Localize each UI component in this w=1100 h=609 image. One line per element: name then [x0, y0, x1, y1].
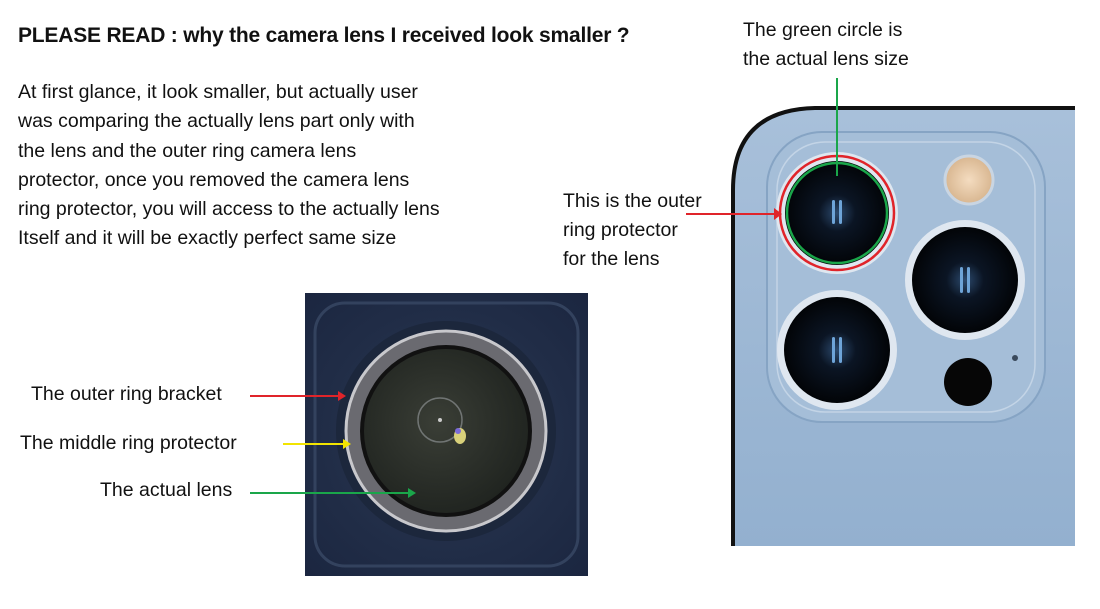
explanation-line: ring protector, you will access to the a… — [18, 198, 440, 221]
yellow-arrow-line — [283, 443, 345, 445]
red-arrow-line — [250, 395, 340, 397]
explanation-text: At first glance, it look smaller, but ac… — [18, 78, 538, 254]
green-arrowhead-icon — [408, 488, 416, 498]
label-actual-lens: The actual lens — [100, 479, 233, 501]
red-pointer-line — [686, 213, 774, 215]
phone-camera-illustration — [725, 100, 1075, 546]
red-arrowhead-icon — [774, 208, 782, 220]
explanation-line: Itself and it will be exactly perfect sa… — [18, 227, 397, 250]
outer-ring-callout: This is the outer ring protector for the… — [563, 190, 702, 270]
explanation-line: the lens and the outer ring camera lens — [18, 139, 357, 162]
green-pointer-line — [836, 78, 838, 176]
label-middle-ring-protector: The middle ring protector — [20, 432, 237, 454]
explanation-line: was comparing the actually lens part onl… — [18, 110, 415, 133]
label-outer-ring-bracket: The outer ring bracket — [31, 383, 222, 405]
green-circle-callout: The green circle is the actual lens size — [743, 19, 909, 70]
explanation-line: protector, once you removed the camera l… — [18, 168, 410, 191]
red-arrowhead-icon — [338, 391, 346, 401]
lens-closeup-photo — [305, 293, 588, 576]
closeup-image — [305, 293, 588, 576]
page-title: PLEASE READ : why the camera lens I rece… — [18, 24, 630, 47]
green-arrow-line — [250, 492, 410, 494]
phone-image — [731, 106, 1075, 546]
explanation-line: At first glance, it look smaller, but ac… — [18, 81, 418, 103]
yellow-arrowhead-icon — [343, 439, 351, 449]
